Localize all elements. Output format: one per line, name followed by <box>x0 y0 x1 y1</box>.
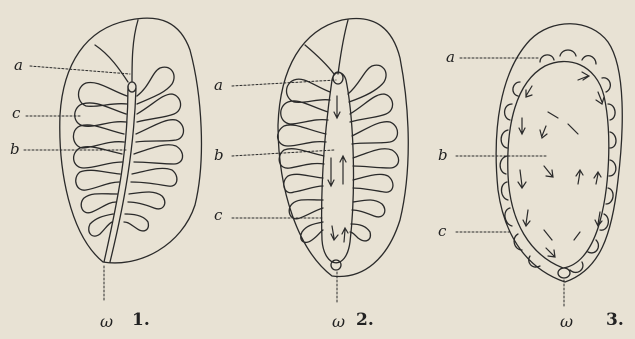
figure-3-label-omega: ω <box>560 314 573 330</box>
figure-2-number: 2. <box>356 312 374 329</box>
figure-2-flow-arrows <box>328 96 348 242</box>
leader-lines <box>24 58 564 306</box>
figure-2-ridge <box>338 20 348 74</box>
figure-1-label-omega: ω <box>100 314 113 330</box>
figure-2-label-c: c <box>214 208 222 223</box>
figure-3-seed <box>496 24 622 282</box>
figure-3-number: 3. <box>606 312 624 329</box>
figure-2-seed <box>278 19 409 277</box>
figure-1-label-c: c <box>12 106 20 121</box>
figure-3-label-a: a <box>446 50 455 65</box>
figure-1-number: 1. <box>132 312 150 329</box>
figure-3-label-c: c <box>438 224 446 239</box>
figure-1-hilum-node <box>128 82 136 92</box>
figure-2-label-omega: ω <box>332 314 345 330</box>
figure-2-ridge-left <box>305 45 334 74</box>
figure-1-ridge <box>132 20 138 82</box>
figure-3-outline <box>496 24 622 282</box>
figure-2-label-a: a <box>214 78 223 93</box>
figure-1-label-a: a <box>14 58 23 73</box>
figure-1-ridge-left <box>95 45 128 82</box>
figure-3-base-node <box>558 268 570 278</box>
figure-1-left-lobes <box>73 82 127 236</box>
figure-1-outline <box>60 18 202 263</box>
figure-2-base-node <box>331 260 341 270</box>
figure-3-label-b: b <box>438 148 448 163</box>
figure-1-label-b: b <box>10 142 20 157</box>
figure-1-seed <box>60 18 202 263</box>
figure-2-label-b: b <box>214 148 224 163</box>
figure-3-embryo-sac <box>508 62 609 268</box>
figure-3-flow-arrows <box>518 72 604 257</box>
figure-2-outline <box>278 19 408 277</box>
figure-2-right-lobes <box>348 65 399 241</box>
